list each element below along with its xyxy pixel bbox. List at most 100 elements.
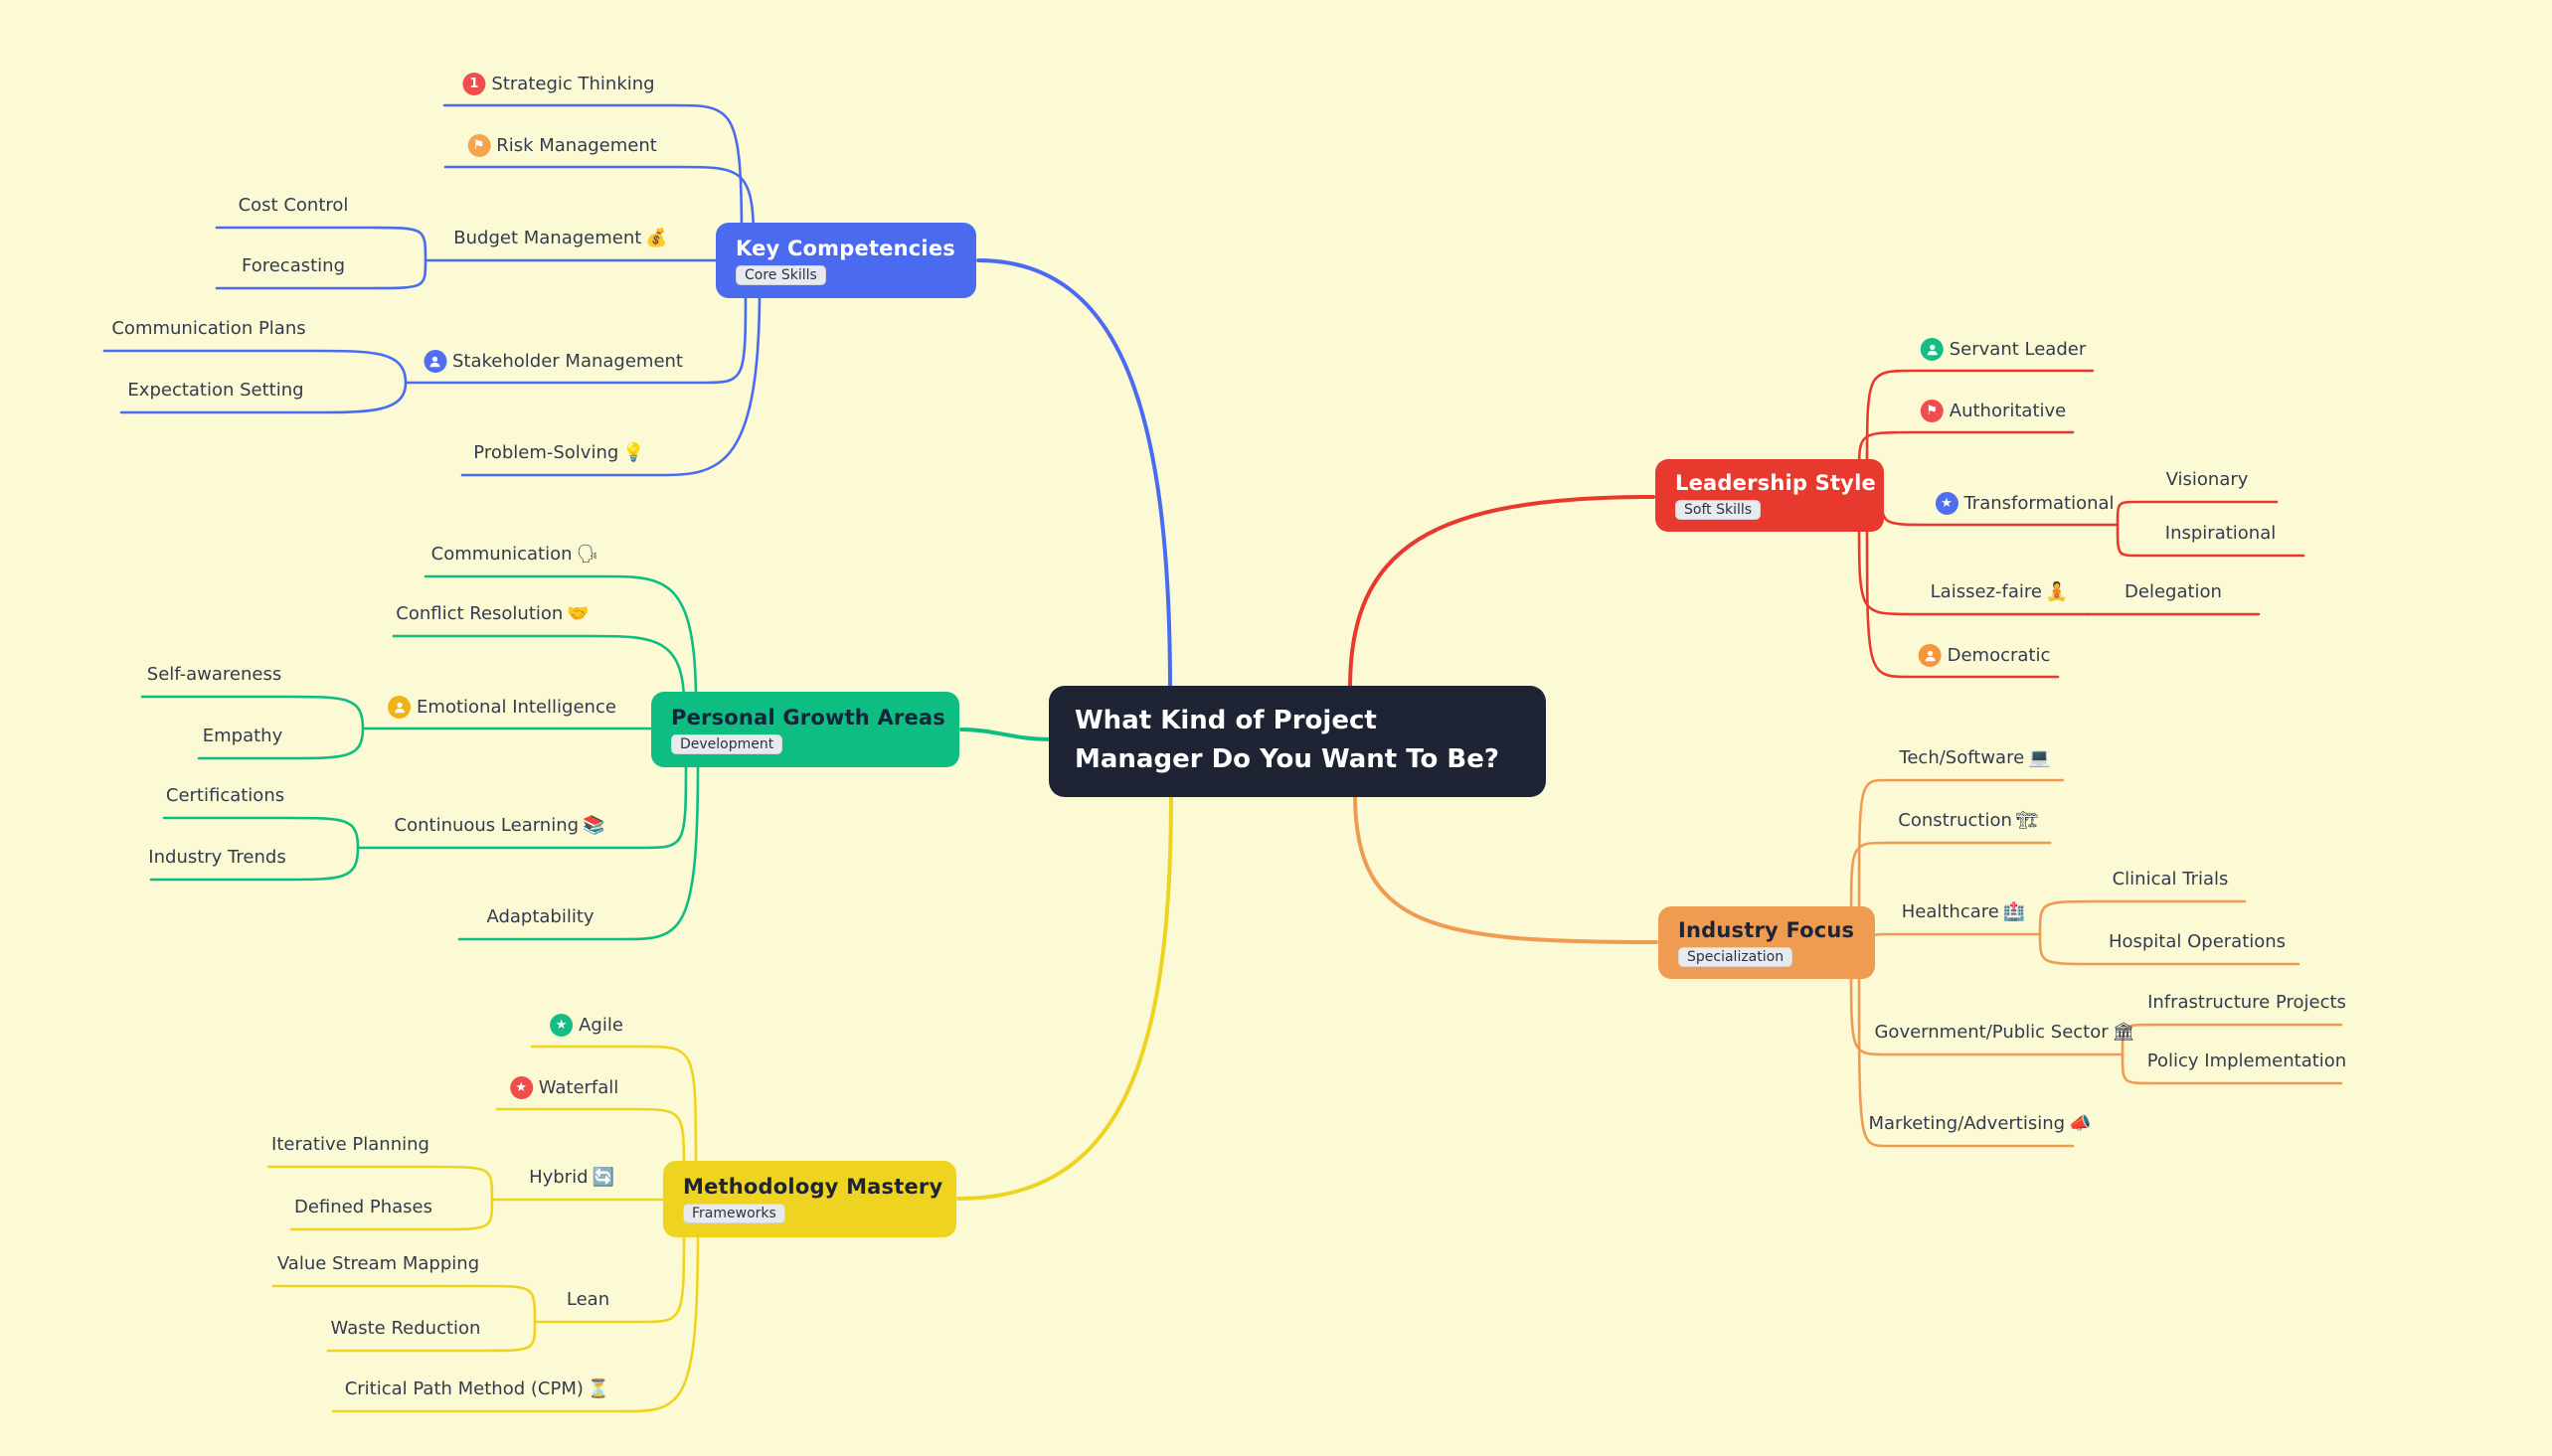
- topic-label-waterfall: Waterfall: [538, 1077, 619, 1098]
- topic-label-authoritative: Authoritative: [1949, 401, 2067, 421]
- edge-communication: [424, 574, 698, 704]
- topic-empathy[interactable]: Empathy: [203, 726, 282, 746]
- topic-policy-implementation[interactable]: Policy Implementation: [2147, 1051, 2346, 1071]
- topic-communication-plans[interactable]: Communication Plans: [111, 318, 305, 339]
- topic-government-public-sector[interactable]: Government/Public Sector🏛: [1874, 1022, 2134, 1043]
- central-topic[interactable]: What Kind of Project Manager Do You Want…: [1049, 686, 1546, 797]
- topic-label-iterative-planning: Iterative Planning: [271, 1134, 429, 1155]
- topic-risk-management[interactable]: ⚑Risk Management: [467, 134, 657, 157]
- central-topic-line1: What Kind of Project: [1075, 706, 1377, 735]
- edge-industry-focus: [1353, 793, 1658, 944]
- topic-tech-software[interactable]: Tech/Software💻: [1899, 747, 2050, 768]
- topic-label-budget-management: Budget Management: [453, 228, 642, 248]
- topic-defined-phases[interactable]: Defined Phases: [294, 1197, 432, 1217]
- topic-self-awareness[interactable]: Self-awareness: [147, 664, 281, 685]
- topic-label-transformational: Transformational: [1963, 493, 2115, 514]
- topic-waste-reduction[interactable]: Waste Reduction: [331, 1318, 481, 1339]
- branch-title-industry-focus: Industry Focus: [1678, 918, 1855, 942]
- topic-agile[interactable]: ★Agile: [550, 1014, 623, 1037]
- edge-strategic-thinking: [442, 103, 744, 241]
- topic-expectation-setting[interactable]: Expectation Setting: [127, 380, 303, 401]
- topic-label-inspirational: Inspirational: [2164, 523, 2277, 544]
- edge-clinical-trials: [2038, 899, 2247, 936]
- topic-label-hospital-operations: Hospital Operations: [2108, 931, 2287, 952]
- hourglass-icon: ⏳: [587, 1377, 610, 1399]
- edge-marketing-advertising: [1857, 968, 2075, 1148]
- topic-cost-control[interactable]: Cost Control: [239, 195, 349, 216]
- topic-hybrid[interactable]: Hybrid🔄: [529, 1167, 614, 1188]
- topic-label-forecasting: Forecasting: [241, 255, 346, 276]
- star-icon: ★: [509, 1076, 533, 1099]
- topic-infrastructure-projects[interactable]: Infrastructure Projects: [2147, 992, 2346, 1013]
- topic-hospital-operations[interactable]: Hospital Operations: [2109, 931, 2286, 952]
- hospital-icon: 🏥: [2002, 900, 2026, 922]
- priority-1-icon: 1: [462, 73, 486, 95]
- star-icon: ★: [1935, 492, 1958, 515]
- topic-transformational[interactable]: ★Transformational: [1935, 492, 2115, 515]
- topic-waterfall[interactable]: ★Waterfall: [509, 1076, 619, 1099]
- branch-badge-leadership-style: Soft Skills: [1675, 500, 1762, 520]
- topic-marketing-advertising[interactable]: Marketing/Advertising📣: [1868, 1113, 2091, 1134]
- topic-adaptability[interactable]: Adaptability: [486, 906, 594, 927]
- topic-label-infrastructure-projects: Infrastructure Projects: [2147, 992, 2346, 1013]
- topic-value-stream-mapping[interactable]: Value Stream Mapping: [277, 1253, 479, 1274]
- topic-budget-management[interactable]: Budget Management💰: [453, 228, 667, 248]
- edge-visionary: [2116, 500, 2279, 527]
- topic-label-problem-solving: Problem-Solving: [473, 442, 619, 463]
- arrows-cycle-icon: 🔄: [592, 1166, 614, 1188]
- branch-title-methodology-mastery: Methodology Mastery: [683, 1175, 943, 1199]
- topic-inspirational[interactable]: Inspirational: [2165, 523, 2276, 544]
- topic-forecasting[interactable]: Forecasting: [242, 255, 345, 276]
- topic-conflict-resolution[interactable]: Conflict Resolution🤝: [396, 603, 589, 624]
- branch-title-personal-growth-areas: Personal Growth Areas: [671, 705, 945, 729]
- topic-label-continuous-learning: Continuous Learning: [394, 815, 580, 836]
- topic-visionary[interactable]: Visionary: [2166, 469, 2249, 490]
- topic-critical-path-method[interactable]: Critical Path Method (CPM)⏳: [345, 1378, 610, 1399]
- topic-problem-solving[interactable]: Problem-Solving💡: [473, 442, 644, 463]
- topic-communication[interactable]: Communication🗣: [431, 544, 599, 565]
- edge-stakeholder-management: [404, 284, 748, 385]
- edge-empathy: [197, 727, 365, 760]
- topic-label-adaptability: Adaptability: [486, 906, 595, 927]
- person-icon: [1920, 338, 1944, 361]
- topic-iterative-planning[interactable]: Iterative Planning: [271, 1134, 429, 1155]
- topic-laissez-faire[interactable]: Laissez-faire🧘: [1931, 581, 2069, 602]
- topic-label-communication-plans: Communication Plans: [111, 318, 306, 339]
- flag-icon: ⚑: [467, 134, 491, 157]
- topic-healthcare[interactable]: Healthcare🏥: [1902, 901, 2026, 922]
- topic-delegation[interactable]: Delegation: [2125, 581, 2222, 602]
- topic-label-value-stream-mapping: Value Stream Mapping: [276, 1253, 480, 1274]
- topic-label-construction: Construction: [1898, 810, 2012, 831]
- branch-title-key-competencies: Key Competencies: [736, 236, 955, 260]
- topic-industry-trends[interactable]: Industry Trends: [148, 847, 285, 868]
- topic-clinical-trials[interactable]: Clinical Trials: [2113, 869, 2229, 890]
- topic-continuous-learning[interactable]: Continuous Learning📚: [395, 815, 605, 836]
- edge-waste-reduction: [326, 1320, 537, 1353]
- topic-democratic[interactable]: Democratic: [1918, 644, 2050, 667]
- lightbulb-icon: 💡: [622, 441, 645, 463]
- topic-label-visionary: Visionary: [2165, 469, 2249, 490]
- topic-emotional-intelligence[interactable]: Emotional Intelligence: [388, 696, 616, 719]
- topic-certifications[interactable]: Certifications: [166, 785, 284, 806]
- topic-servant-leader[interactable]: Servant Leader: [1920, 338, 2086, 361]
- central-topic-line2: Manager Do You Want To Be?: [1075, 744, 1499, 774]
- topic-construction[interactable]: Construction🏗: [1898, 810, 2038, 831]
- person-icon: [1918, 644, 1942, 667]
- topic-stakeholder-management[interactable]: Stakeholder Management: [424, 350, 683, 373]
- topic-authoritative[interactable]: ⚑Authoritative: [1920, 400, 2067, 422]
- topic-label-expectation-setting: Expectation Setting: [127, 380, 304, 401]
- topic-lean[interactable]: Lean: [567, 1289, 609, 1310]
- edge-infrastructure-projects: [2121, 1023, 2343, 1056]
- topic-label-marketing-advertising: Marketing/Advertising: [1868, 1113, 2066, 1134]
- topic-label-industry-trends: Industry Trends: [148, 847, 286, 868]
- edge-cost-control: [215, 226, 427, 262]
- topic-label-government-public-sector: Government/Public Sector: [1874, 1022, 2109, 1043]
